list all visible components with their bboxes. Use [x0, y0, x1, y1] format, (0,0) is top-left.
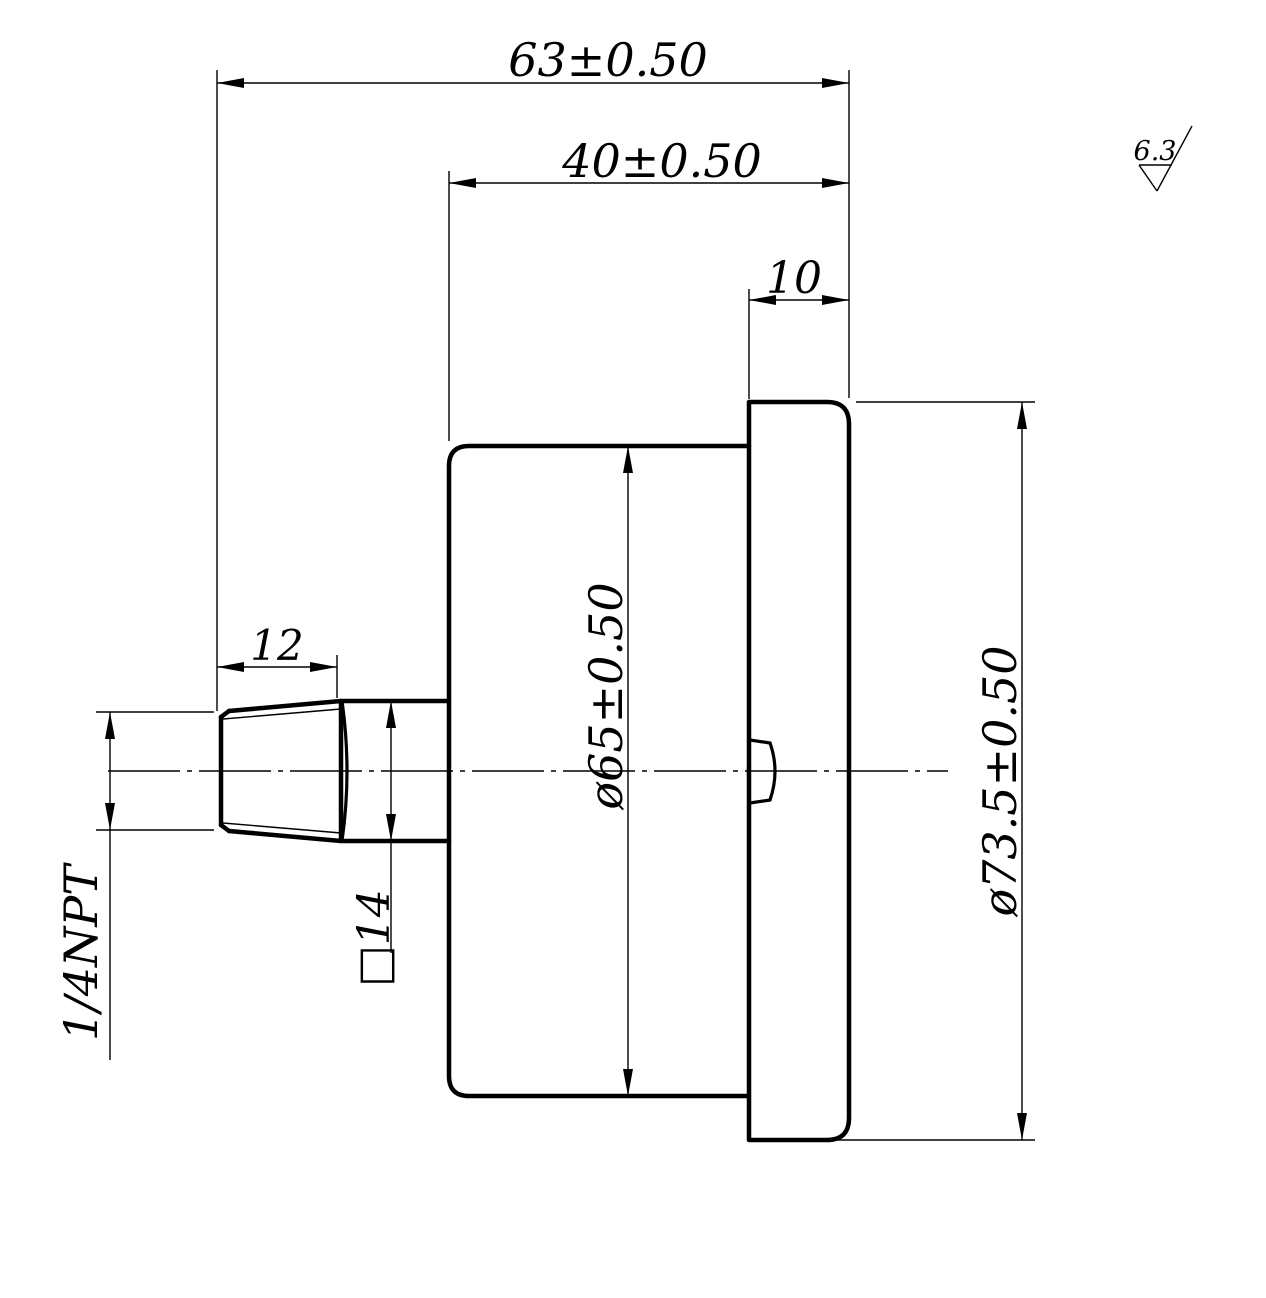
arrowhead-up — [623, 446, 633, 473]
arrowhead-right — [822, 295, 849, 305]
dim-thread-length: 12 — [217, 621, 337, 672]
npt-thread-stub — [218, 698, 344, 844]
dim-case-depth-label: 40±0.50 — [561, 134, 762, 188]
arrowhead-up — [1017, 402, 1027, 429]
arrowhead-down — [1017, 1113, 1027, 1140]
dim-thread-length-label: 12 — [250, 621, 303, 670]
arrowhead-right — [822, 178, 849, 188]
plug-top-edge — [748, 738, 772, 745]
gauge-case — [446, 443, 752, 1099]
dim-case-diameter-label: ø65±0.50 — [579, 582, 633, 810]
dim-bezel-width-label: 10 — [766, 253, 822, 304]
plug-bottom-edge — [748, 798, 772, 805]
arrowhead-down — [623, 1069, 633, 1096]
arrowhead-down — [105, 803, 115, 830]
roughness-check-left — [1138, 164, 1158, 192]
roughness-check-right — [1156, 125, 1193, 192]
arrowhead-left — [749, 295, 776, 305]
dim-wrench-square: □14 — [349, 701, 400, 987]
arrowhead-right — [822, 78, 849, 88]
flange-outline — [746, 399, 852, 1143]
dim-case-diameter: ø65±0.50 — [579, 446, 633, 1096]
dim-bezel-width: 10 — [749, 253, 849, 305]
surface-finish-symbol: 6.3 — [1134, 125, 1193, 192]
arrowhead-right — [310, 662, 337, 672]
thread-crest-top — [226, 698, 344, 714]
dim-thread-size: 1/4NPT — [54, 712, 115, 1060]
dim-overall-length: 63±0.50 — [217, 33, 849, 88]
dim-thread-size-label: 1/4NPT — [54, 862, 108, 1041]
arrowhead-up — [386, 701, 396, 728]
gauge-bezel-flange — [746, 399, 852, 1143]
square-corner-arc — [340, 699, 349, 843]
arrowhead-up — [105, 712, 115, 739]
arrowhead-left — [449, 178, 476, 188]
dim-bezel-diameter: ø73.5±0.50 — [973, 402, 1027, 1140]
surface-roughness-label: 6.3 — [1134, 136, 1177, 167]
dim-bezel-diameter-label: ø73.5±0.50 — [973, 645, 1027, 917]
dim-case-depth: 40±0.50 — [449, 134, 849, 188]
case-outline — [446, 443, 752, 1099]
arrowhead-left — [217, 662, 244, 672]
thread-root-top — [222, 708, 342, 720]
dim-wrench-square-label: □14 — [349, 889, 400, 987]
extension-lines — [96, 70, 1035, 1141]
thread-crest-bottom — [226, 828, 344, 844]
plug-recess-arc — [746, 745, 751, 798]
thread-root-bottom — [222, 822, 342, 834]
plug-dome-arc — [768, 741, 777, 802]
arrowhead-left — [217, 78, 244, 88]
dim-overall-length-label: 63±0.50 — [508, 33, 708, 87]
wrench-square-section — [338, 698, 452, 844]
arrowhead-down — [386, 814, 396, 841]
